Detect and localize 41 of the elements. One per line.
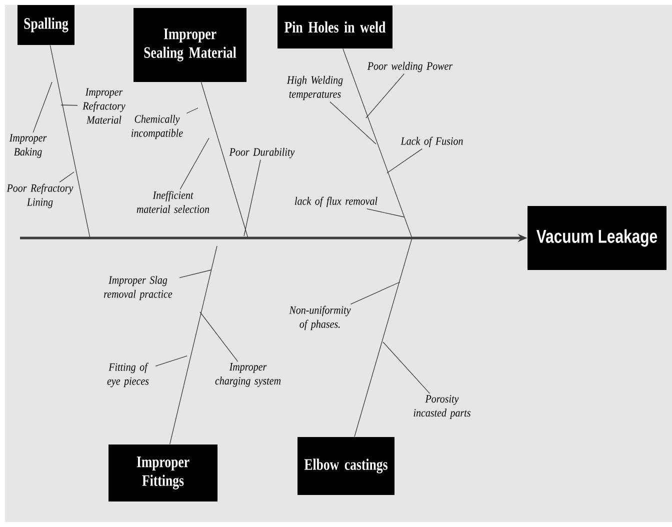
effect-box: Vacuum Leakage [528,206,666,270]
leader-line [366,73,405,118]
leader-line [366,208,404,218]
leader-line [186,108,198,114]
leader-line [180,138,210,190]
cause-label: High Welding temperatures [286,76,343,100]
cause-label: Lack of Fusion [400,136,463,148]
category-box: Improper Sealing Material [134,8,246,82]
leader-line [244,159,261,236]
leader-line [59,172,74,183]
cause-label: Poor Refractory Lining [6,184,74,208]
bone-line [342,48,412,238]
bone-line [354,238,412,438]
leader-line [382,342,430,394]
cause-label: Fitting of eye pieces [107,362,149,388]
leader-line [155,356,188,366]
leader-line [330,101,376,144]
cause-label: Non-uniformity of phases. [289,306,351,330]
leader-line [32,82,52,133]
category-box: Elbow castings [298,437,394,495]
leader-line [60,104,78,106]
cause-label: Inefficient material selection [136,190,210,214]
cause-label: Poor Durability [229,148,295,158]
leader-line [350,282,400,305]
category-box: Pin Holes in weld [278,6,392,48]
cause-label: Poor welding Power [367,62,453,72]
cause-label: Porosity incasted parts [414,395,470,419]
category-box: Spalling [18,5,74,45]
cause-label: Improper Baking [9,134,47,158]
cause-label: Chemically incompatible [132,114,183,140]
cause-label: Improper Slag removal practice [104,276,172,300]
bone-line [50,44,90,238]
leader-line [179,270,212,278]
category-box: Improper Fittings [108,444,218,502]
leader-line [200,312,238,362]
cause-label: lack of flux removal [295,196,378,208]
bone-line [200,82,248,238]
leader-line [386,148,422,174]
cause-label: Improper Refractory Material [82,88,126,124]
cause-label: Improper charging system [215,363,281,387]
bone-line [170,246,218,445]
